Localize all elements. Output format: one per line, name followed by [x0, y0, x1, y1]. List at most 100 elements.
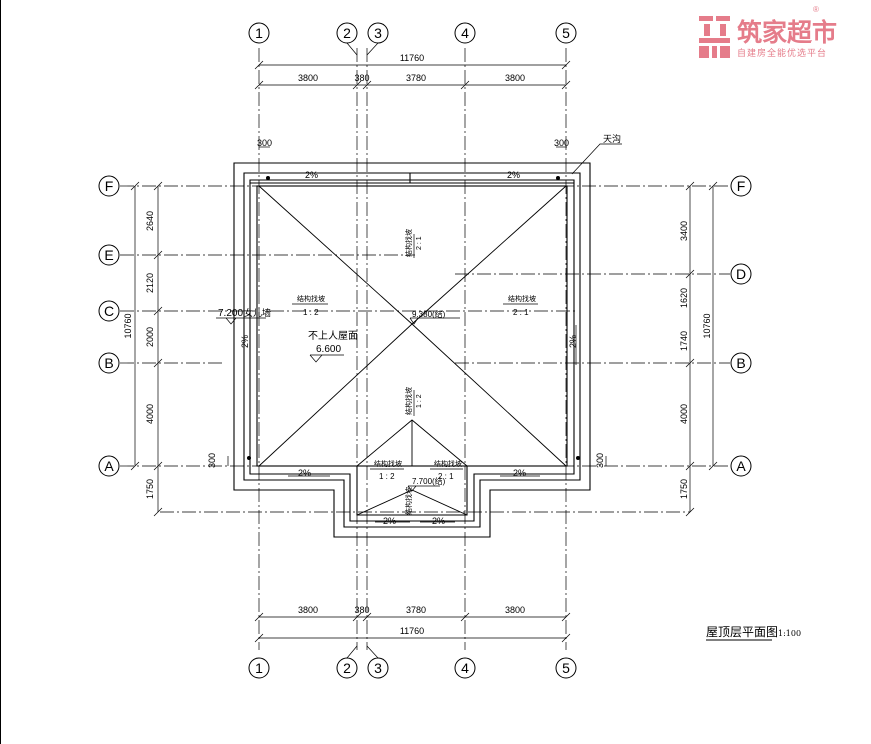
dim-top-2: 380 [354, 73, 369, 83]
horizontal-grid-lines [120, 185, 730, 513]
dim-bottom-2: 380 [354, 605, 369, 615]
logo-name: 筑家超市 [737, 18, 837, 47]
slope-right: 2% [568, 335, 578, 348]
vertical-axis-bubbles-bottom: 1 2 3 4 5 [248, 645, 577, 679]
dim-right-1: 3400 [679, 221, 689, 241]
no-access-roof-label: 不上人屋面 [308, 330, 358, 342]
vertical-axis-bubbles-top: 1 2 3 4 5 [248, 22, 577, 56]
small-ridge-elevation-text: 7.700(结) [412, 476, 446, 486]
struct-slope-mid: 结构找坡 [404, 387, 413, 415]
slope-bottom-right: 2% [513, 468, 526, 478]
struct-slope-br: 结构找坡 [434, 459, 462, 468]
dim-left-3: 2000 [145, 327, 155, 347]
offset-300-left: 300 [207, 453, 217, 468]
axis-3-top: 3 [374, 25, 382, 41]
dim-right-3: 1740 [679, 331, 689, 351]
parapet-label: 女儿墙 [244, 307, 271, 318]
bottom-dimensions [254, 612, 571, 643]
drawing-title-block: 屋顶层平面图 1:100 [706, 625, 801, 641]
drawing-title: 屋顶层平面图 [706, 625, 778, 639]
axis-D-right: D [736, 266, 746, 282]
ratio-bl: 1 : 2 [379, 472, 395, 481]
axis-A-left: A [104, 458, 114, 474]
axis-3-bottom: 3 [374, 660, 382, 676]
ratio-right: 2 : 1 [513, 308, 529, 317]
struct-slope-right: 结构找坡 [508, 294, 536, 303]
dim-left-1: 2640 [145, 211, 155, 231]
struct-slope-top: 结构找坡 [404, 229, 413, 257]
offset-300-right: 300 [595, 453, 605, 468]
axis-5-top: 5 [562, 25, 570, 41]
horizontal-axis-bubbles-right: F D B A [730, 175, 752, 477]
axis-5-bottom: 5 [562, 660, 570, 676]
axis-2-top: 2 [343, 25, 351, 41]
left-dimensions [130, 181, 163, 517]
parapet-elevation: 7.200 女儿墙 [216, 307, 271, 325]
dim-bottom-3: 3780 [406, 605, 426, 615]
slope-bottom-left: 2% [298, 468, 311, 478]
dim-left-2: 2120 [145, 273, 155, 293]
axis-2-bottom: 2 [343, 660, 351, 676]
axis-C-left: C [104, 303, 114, 319]
dim-top-3: 3780 [406, 73, 426, 83]
ridge-elevation: 9.380(结) [409, 309, 460, 325]
dim-bottom-4: 3800 [505, 605, 525, 615]
slope-top-left: 2% [305, 170, 318, 180]
horizontal-axis-bubbles-left: F E C B A [98, 175, 120, 477]
right-dimensions [685, 181, 718, 517]
axis-F-right: F [737, 178, 746, 194]
dim-top-1: 3800 [298, 73, 318, 83]
slope-lower-right: 2% [432, 516, 445, 526]
drawing-scale: 1:100 [778, 629, 801, 638]
logo-mark-icon [699, 16, 730, 58]
roof-ridges [258, 185, 567, 516]
drain-points [247, 176, 580, 460]
offset-300-top-right: 300 [554, 138, 569, 148]
logo-registered: ® [813, 5, 819, 14]
dim-left-5: 1750 [145, 479, 155, 499]
axis-1-top: 1 [255, 25, 263, 41]
struct-slope-left: 结构找坡 [297, 294, 325, 303]
axis-B-right: B [736, 355, 745, 371]
brand-logo: 筑家超市 自建房全能优选平台 ® [699, 5, 837, 59]
vertical-grid-lines [258, 48, 567, 650]
ratio-left: 1 : 2 [303, 308, 319, 317]
parapet-elevation-text: 7.200 [218, 308, 243, 319]
struct-slope-low: 结构找坡 [404, 487, 413, 515]
dim-left-4: 4000 [145, 404, 155, 424]
dim-right-5: 1750 [679, 479, 689, 499]
axis-4-bottom: 4 [461, 660, 469, 676]
dim-left-overall: 10760 [123, 313, 133, 338]
axis-A-right: A [736, 458, 746, 474]
axis-4-top: 4 [461, 25, 469, 41]
offset-300-top-left: 300 [257, 138, 272, 148]
ratio-top: 2 : 1 [416, 236, 423, 250]
ratio-mid: 1 : 2 [416, 394, 423, 408]
axis-1-bottom: 1 [255, 660, 263, 676]
axis-E-left: E [104, 247, 113, 263]
dim-right-2: 1620 [679, 288, 689, 308]
dim-right-4: 4000 [679, 404, 689, 424]
roof-elevation: 不上人屋面 6.600 [308, 330, 358, 363]
axis-B-left: B [104, 355, 113, 371]
ratio-br: 2 : 1 [438, 472, 454, 481]
top-dimensions [254, 60, 571, 90]
logo-slogan: 自建房全能优选平台 [737, 47, 827, 59]
offset-marks [227, 146, 607, 466]
dim-right-overall: 10760 [702, 313, 712, 338]
gutter-leader [571, 143, 622, 175]
dim-bottom-1: 3800 [298, 605, 318, 615]
ridge-elevation-text: 9.380(结) [412, 309, 446, 319]
axis-F-left: F [105, 178, 114, 194]
slope-lower-left: 2% [383, 516, 396, 526]
dim-bottom-overall: 11760 [400, 626, 424, 636]
small-ridge-elevation: 7.700(结) [407, 476, 446, 492]
dim-top-overall: 11760 [400, 53, 424, 63]
struct-slope-bl: 结构找坡 [374, 459, 402, 468]
slope-top-right: 2% [507, 170, 520, 180]
slope-left: 2% [240, 335, 250, 348]
dim-top-4: 3800 [505, 73, 525, 83]
gutter-label: 天沟 [603, 133, 621, 144]
roof-elevation-text: 6.600 [316, 344, 341, 355]
